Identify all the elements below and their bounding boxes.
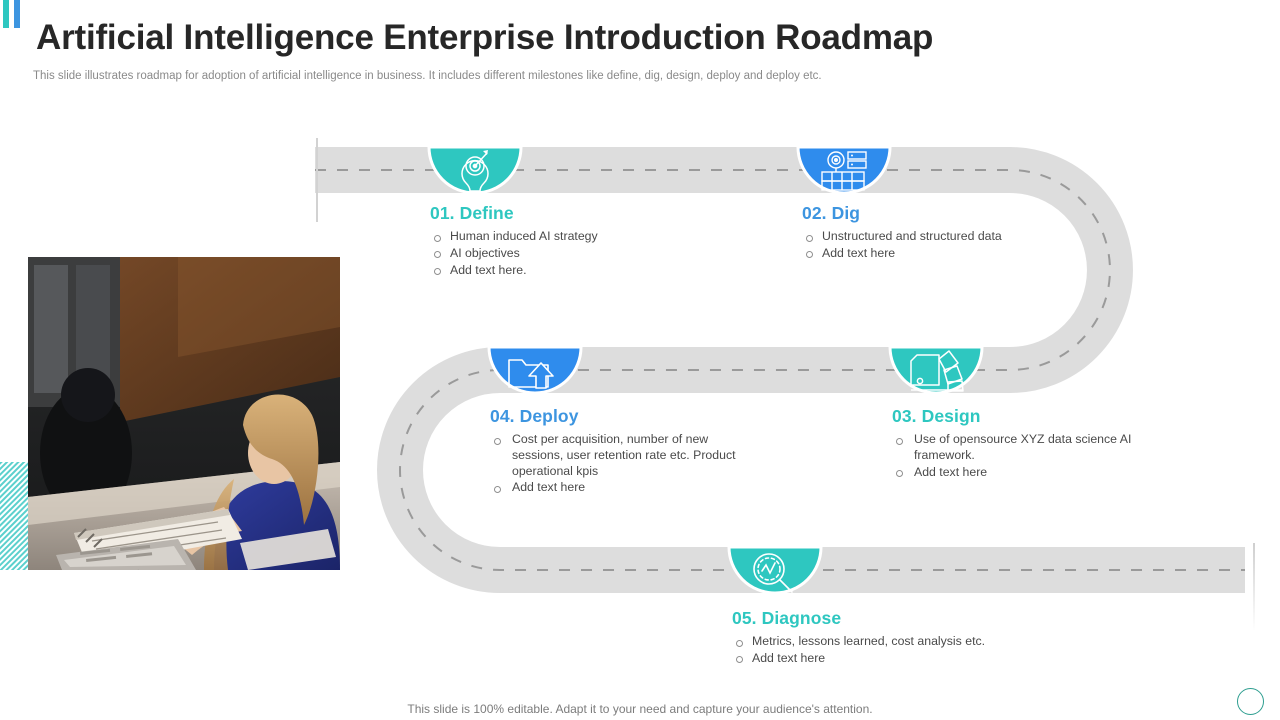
page-title: Artificial Intelligence Enterprise Intro… [36, 18, 934, 57]
vertical-line-decoration [1253, 543, 1255, 631]
milestone-node-design[interactable] [888, 345, 984, 395]
milestone-node-dig[interactable] [796, 145, 892, 195]
magnifier-analytics-icon [753, 553, 793, 593]
footer-note: This slide is 100% editable. Adapt it to… [407, 702, 873, 716]
list-item: AI objectives [430, 246, 730, 262]
milestone-bullets-deploy: Cost per acquisition, number of new sess… [490, 432, 750, 496]
milestone-dig: 02. Dig Unstructured and structured data… [802, 203, 1102, 263]
milestone-design: 03. Design Use of opensource XYZ data sc… [892, 406, 1172, 481]
database-server-icon [821, 151, 867, 191]
milestone-node-diagnose[interactable] [727, 545, 823, 595]
list-item: Metrics, lessons learned, cost analysis … [732, 634, 1052, 650]
milestone-title-design: 03. Design [892, 406, 981, 426]
list-item: Add text here. [430, 263, 730, 279]
milestone-bullets-diagnose: Metrics, lessons learned, cost analysis … [732, 634, 1052, 667]
list-item: Add text here [802, 246, 1102, 262]
list-item: Human induced AI strategy [430, 229, 730, 245]
color-palette-icon [910, 350, 964, 392]
list-item: Add text here [732, 651, 1052, 667]
milestone-title-dig: 02. Dig [802, 203, 861, 223]
list-item: Unstructured and structured data [802, 229, 1102, 245]
page-subtitle: This slide illustrates roadmap for adopt… [33, 70, 822, 82]
list-item: Add text here [490, 480, 750, 496]
accent-bars [0, 0, 40, 30]
milestone-define: 01. Define Human induced AI strategy AI … [430, 203, 730, 279]
accent-bar-teal [3, 0, 9, 28]
lightbulb-target-icon [461, 150, 489, 199]
list-item: Cost per acquisition, number of new sess… [490, 432, 750, 479]
milestone-node-define[interactable] [427, 145, 523, 199]
milestone-bullets-define: Human induced AI strategy AI objectives … [430, 229, 730, 278]
milestone-bullets-design: Use of opensource XYZ data science AI fr… [892, 432, 1172, 480]
milestone-bullets-dig: Unstructured and structured data Add tex… [802, 229, 1102, 262]
folder-upload-icon [508, 359, 554, 389]
outline-circle-decoration [1237, 688, 1264, 715]
list-item: Use of opensource XYZ data science AI fr… [892, 432, 1172, 464]
milestone-deploy: 04. Deploy Cost per acquisition, number … [490, 406, 750, 497]
milestone-node-deploy[interactable] [487, 345, 583, 395]
milestone-title-define: 01. Define [430, 203, 514, 223]
diagonal-hatch-decoration [0, 462, 28, 570]
milestone-title-diagnose: 05. Diagnose [732, 608, 842, 628]
accent-bar-blue [14, 0, 20, 28]
milestone-diagnose: 05. Diagnose Metrics, lessons learned, c… [732, 608, 1052, 668]
road-path [315, 147, 1245, 593]
business-meeting-photo [28, 257, 340, 570]
milestone-title-deploy: 04. Deploy [490, 406, 579, 426]
list-item: Add text here [892, 465, 1172, 481]
